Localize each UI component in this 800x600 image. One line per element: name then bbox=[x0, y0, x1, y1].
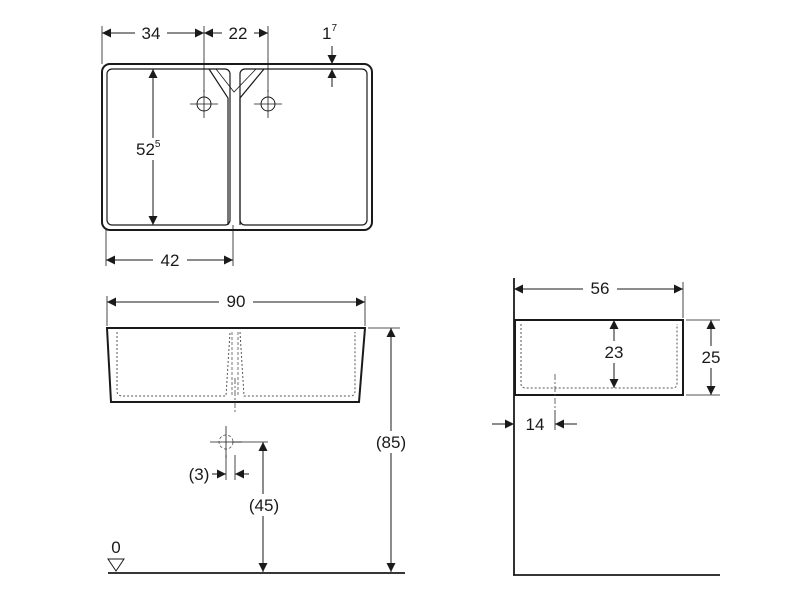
divider-y-spout-inner bbox=[215, 68, 257, 93]
dim-label-45: (45) bbox=[249, 496, 279, 515]
dim-label-85: (85) bbox=[376, 433, 406, 452]
side-view: 56 23 25 14 bbox=[492, 278, 728, 576]
dim-label-1-7: 17 bbox=[322, 23, 337, 43]
top-view: 34 22 17 525 42 bbox=[101, 22, 373, 270]
tap-hole-left bbox=[190, 90, 218, 118]
dim-label-52-5: 525 bbox=[136, 139, 161, 159]
right-basin-top bbox=[239, 68, 368, 226]
divider-y-spout-right bbox=[239, 68, 265, 225]
sink-outline-top bbox=[101, 63, 373, 231]
dim-label-14: 14 bbox=[526, 415, 545, 434]
dim-label-25: 25 bbox=[702, 348, 721, 367]
dim-label-34: 34 bbox=[142, 24, 161, 43]
dim-label-90: 90 bbox=[227, 292, 246, 311]
sink-outline-front bbox=[105, 327, 367, 403]
inner-basin-left-front bbox=[116, 331, 231, 397]
sink-outline-side bbox=[514, 319, 684, 396]
floor-level-label: 0 bbox=[111, 538, 120, 557]
dim-label-23: 23 bbox=[605, 343, 624, 362]
dim-label-3: (3) bbox=[189, 465, 210, 484]
dim-label-56: 56 bbox=[591, 279, 610, 298]
tap-hole-right bbox=[254, 90, 282, 118]
dim-label-22: 22 bbox=[229, 24, 248, 43]
inner-basin-side bbox=[520, 324, 678, 389]
left-basin-top bbox=[106, 68, 231, 226]
dim-label-42: 42 bbox=[161, 251, 180, 270]
floor-level-marker bbox=[107, 558, 125, 572]
divider-y-spout bbox=[208, 68, 229, 225]
inner-basin-right-front bbox=[239, 331, 356, 397]
front-view: 90 (85) (3) (45) 0 bbox=[105, 291, 414, 574]
